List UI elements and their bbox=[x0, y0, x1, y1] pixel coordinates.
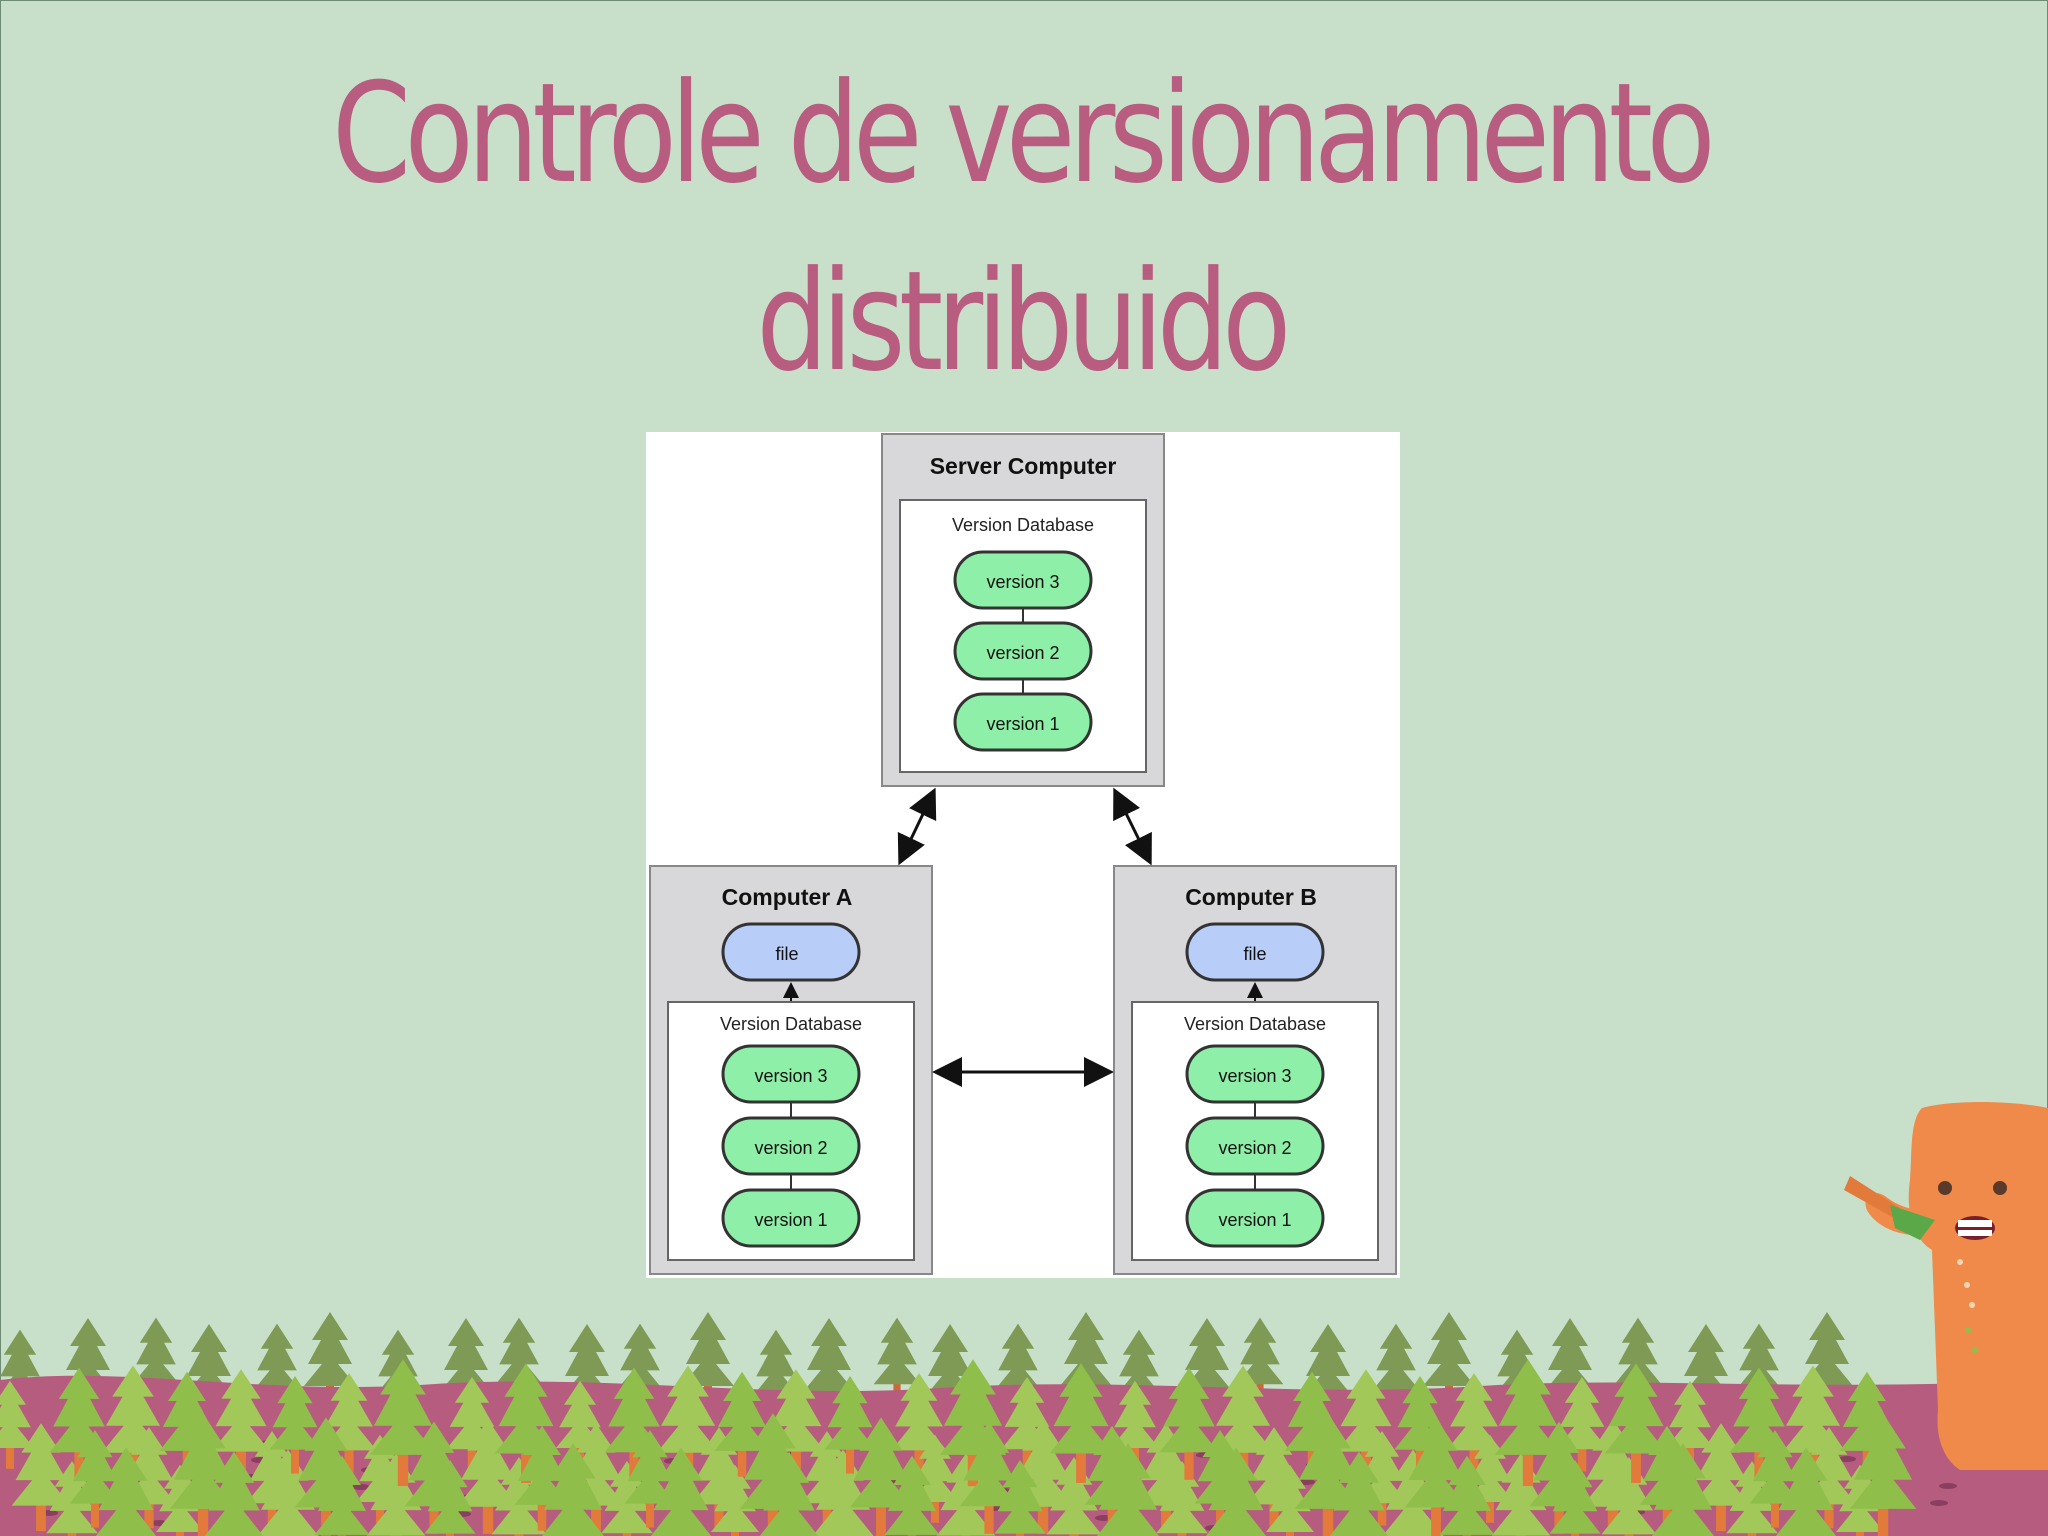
dvcs-diagram: Server Computer Version Database version… bbox=[646, 432, 1400, 1278]
file-label: file bbox=[775, 944, 798, 964]
title-line-1: Controle de versionamento bbox=[332, 53, 1716, 214]
version-label: version 3 bbox=[1218, 1066, 1291, 1086]
version-label: version 2 bbox=[1218, 1138, 1291, 1158]
version-label: version 1 bbox=[1218, 1210, 1291, 1230]
ground-mark bbox=[352, 1484, 370, 1490]
computer-b-db-label: Version Database bbox=[1184, 1014, 1326, 1034]
file-node bbox=[721, 922, 861, 982]
version-node bbox=[1185, 1044, 1325, 1104]
version-label: version 1 bbox=[754, 1210, 827, 1230]
version-label: version 3 bbox=[986, 572, 1059, 592]
version-label: version 2 bbox=[754, 1138, 827, 1158]
server-db-label: Version Database bbox=[952, 515, 1094, 535]
version-node bbox=[953, 550, 1093, 610]
computer-a: Computer A file Version Database version… bbox=[649, 865, 933, 1275]
version-node bbox=[721, 1188, 861, 1248]
version-node bbox=[1185, 1188, 1325, 1248]
computer-b: Computer B file Version Database version… bbox=[1113, 865, 1397, 1275]
file-node bbox=[1185, 922, 1325, 982]
version-node bbox=[953, 621, 1093, 681]
server-computer: Server Computer Version Database version… bbox=[881, 433, 1165, 787]
version-node bbox=[721, 1044, 861, 1104]
ground-mark bbox=[1930, 1500, 1948, 1506]
computer-b-title: Computer B bbox=[1185, 884, 1317, 910]
version-label: version 1 bbox=[986, 714, 1059, 734]
version-label: version 3 bbox=[754, 1066, 827, 1086]
computer-a-title: Computer A bbox=[722, 884, 853, 910]
sync-arrow-server-a bbox=[897, 787, 937, 866]
computer-a-db-label: Version Database bbox=[720, 1014, 862, 1034]
sync-arrow-server-b bbox=[1113, 787, 1152, 866]
server-computer-title: Server Computer bbox=[930, 453, 1117, 479]
ground-mark bbox=[1838, 1456, 1856, 1462]
slide-title: Controle de versionamento distribuido bbox=[181, 40, 1860, 416]
file-label: file bbox=[1243, 944, 1266, 964]
version-node bbox=[721, 1116, 861, 1176]
ground-mark bbox=[1939, 1483, 1957, 1489]
version-node bbox=[1185, 1116, 1325, 1176]
version-node bbox=[953, 692, 1093, 752]
title-line-2: distribuido bbox=[756, 241, 1291, 402]
monster-character bbox=[1844, 1102, 2048, 1470]
version-label: version 2 bbox=[986, 643, 1059, 663]
